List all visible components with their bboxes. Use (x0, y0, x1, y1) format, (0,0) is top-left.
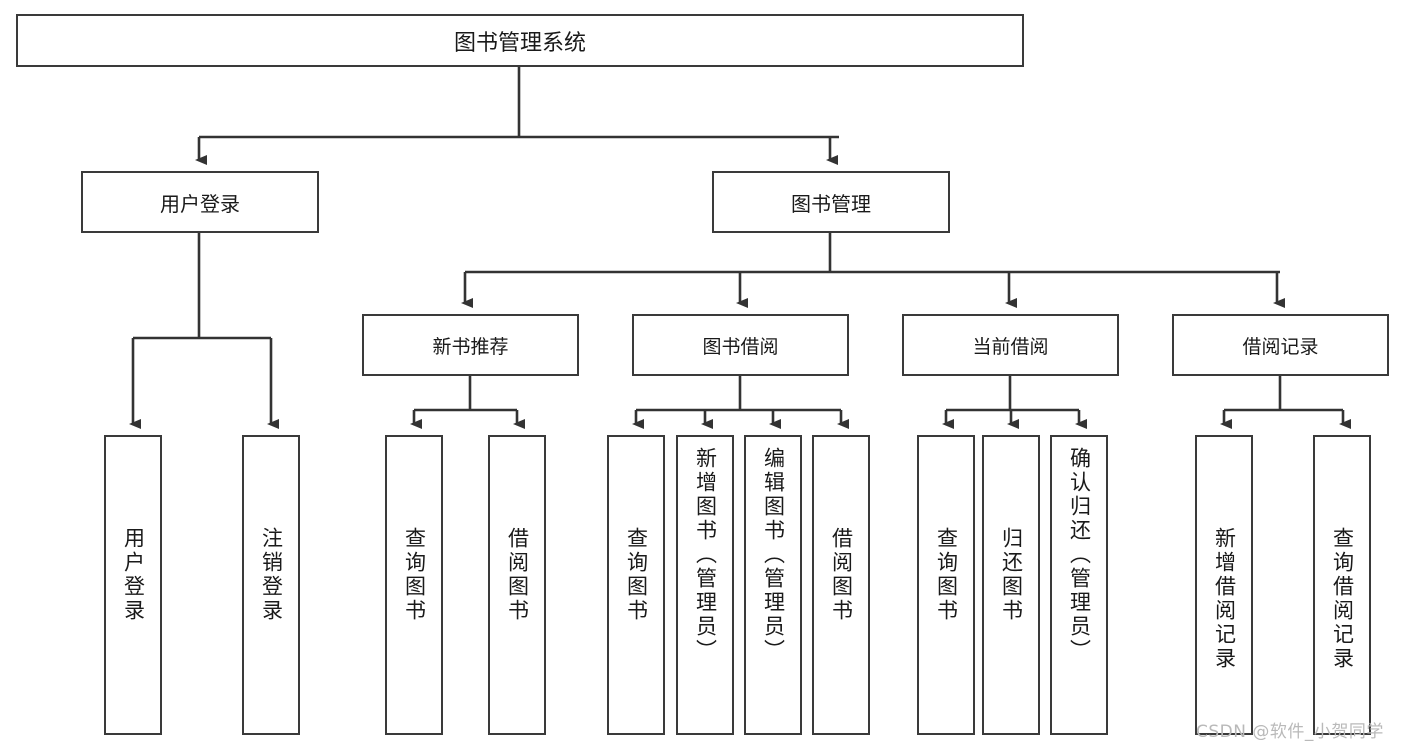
node-leaf-return-book[interactable]: 归还图书 (982, 435, 1040, 735)
node-borrow-record-label: 借阅记录 (1242, 335, 1319, 358)
node-leaf-return-book-label: 归还图书 (999, 527, 1024, 623)
node-current-borrow-label: 当前借阅 (972, 335, 1049, 358)
node-current-borrow[interactable]: 当前借阅 (902, 314, 1119, 376)
node-leaf-query-book-2[interactable]: 查询图书 (607, 435, 665, 735)
node-leaf-confirm-return-label: 确认归还（管理员） (1067, 447, 1092, 663)
node-leaf-query-book-1[interactable]: 查询图书 (385, 435, 443, 735)
node-root[interactable]: 图书管理系统 (16, 14, 1024, 67)
node-leaf-query-book-1-label: 查询图书 (402, 527, 427, 623)
node-book-borrow[interactable]: 图书借阅 (632, 314, 849, 376)
node-leaf-borrow-book-2-label: 借阅图书 (829, 527, 854, 623)
node-leaf-query-book-3-label: 查询图书 (934, 527, 959, 623)
node-leaf-query-book-3[interactable]: 查询图书 (917, 435, 975, 735)
node-root-label: 图书管理系统 (453, 30, 586, 56)
node-leaf-add-book[interactable]: 新增图书（管理员） (676, 435, 734, 735)
node-leaf-logout-label: 注销登录 (259, 527, 284, 623)
node-leaf-borrow-book-1[interactable]: 借阅图书 (488, 435, 546, 735)
node-book-manage[interactable]: 图书管理 (712, 171, 950, 233)
node-leaf-query-record-label: 查询借阅记录 (1330, 527, 1355, 671)
node-leaf-logout[interactable]: 注销登录 (242, 435, 300, 735)
node-borrow-record[interactable]: 借阅记录 (1172, 314, 1389, 376)
node-user-login[interactable]: 用户登录 (81, 171, 319, 233)
node-leaf-edit-book-label: 编辑图书（管理员） (761, 447, 786, 663)
node-book-borrow-label: 图书借阅 (702, 335, 779, 358)
node-new-book-recommend[interactable]: 新书推荐 (362, 314, 579, 376)
node-book-manage-label: 图书管理 (791, 191, 871, 216)
node-leaf-borrow-book-2[interactable]: 借阅图书 (812, 435, 870, 735)
watermark-label: CSDN @软件_小贺同学 (1196, 722, 1384, 742)
node-leaf-add-record-label: 新增借阅记录 (1212, 527, 1237, 671)
node-leaf-edit-book[interactable]: 编辑图书（管理员） (744, 435, 802, 735)
node-new-book-recommend-label: 新书推荐 (432, 335, 509, 358)
node-leaf-query-book-2-label: 查询图书 (624, 527, 649, 623)
node-user-login-label: 用户登录 (160, 191, 240, 216)
node-leaf-user-login[interactable]: 用户登录 (104, 435, 162, 735)
node-leaf-add-record[interactable]: 新增借阅记录 (1195, 435, 1253, 735)
node-leaf-add-book-label: 新增图书（管理员） (693, 447, 718, 663)
node-leaf-user-login-label: 用户登录 (121, 527, 146, 623)
node-leaf-borrow-book-1-label: 借阅图书 (505, 527, 530, 623)
node-leaf-query-record[interactable]: 查询借阅记录 (1313, 435, 1371, 735)
node-leaf-confirm-return[interactable]: 确认归还（管理员） (1050, 435, 1108, 735)
